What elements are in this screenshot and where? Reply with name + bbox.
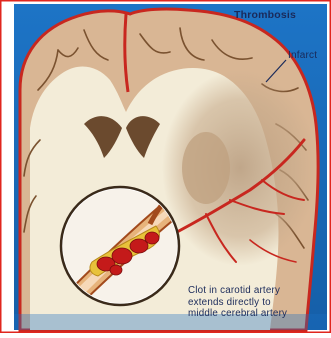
basal-ganglia bbox=[182, 132, 230, 204]
caption-line: middle cerebral artery bbox=[188, 308, 328, 320]
caption-line: Clot in carotid artery bbox=[188, 285, 328, 297]
infarct-label: Infarct bbox=[288, 50, 317, 61]
title-label: Thrombosis bbox=[234, 9, 296, 21]
caption-line: extends directly to bbox=[188, 297, 328, 309]
caption: Clot in carotid artery extends directly … bbox=[188, 285, 328, 320]
